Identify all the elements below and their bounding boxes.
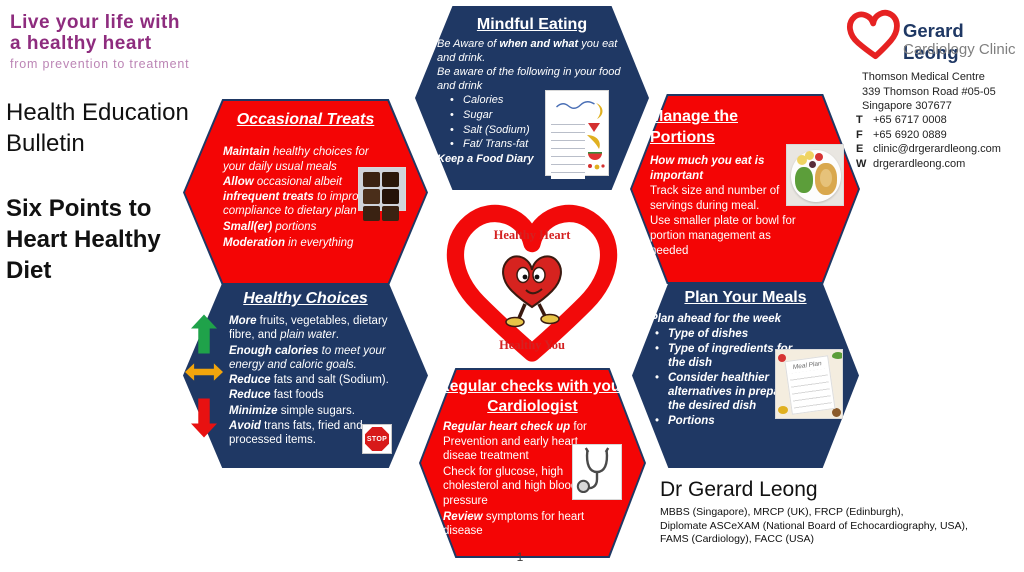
- clinic-address-line: Thomson Medical Centre: [862, 71, 985, 83]
- topic-title: Six Points to Heart Healthy Diet: [6, 195, 161, 284]
- contact-value: drgerardleong.com: [873, 157, 966, 170]
- doctor-credentials: MBBS (Singapore), MRCP (UK), FRCP (Edinb…: [660, 506, 1020, 547]
- hexagon-regular-checks: Regular checks with your Cardiologist Re…: [419, 368, 646, 558]
- big-heart-outline-icon: [446, 204, 618, 362]
- meal-plan-image: Meal Plan: [775, 349, 843, 419]
- healthy-heart-label: Healthy Heart: [493, 228, 571, 242]
- credential-line: Diplomate ASCeXAM (National Board of Ech…: [660, 519, 968, 532]
- hexagon-title: Manage the Portions: [650, 108, 739, 146]
- increase-arrow-icon: [191, 314, 217, 354]
- credential-line: MBBS (Singapore), MRCP (UK), FRCP (Edinb…: [660, 506, 904, 518]
- hexagon-title: Occasional Treats: [236, 111, 375, 128]
- balance-arrow-icon: [185, 363, 223, 381]
- clinic-phone: T +65 6717 0008: [856, 113, 1001, 128]
- healthy-you-label: Healthy You: [499, 338, 565, 352]
- stop-sign-icon: STOP: [362, 424, 392, 454]
- leaf: [832, 352, 842, 359]
- clinic-address-line: Singapore 307677: [862, 100, 952, 112]
- banana-slice: [797, 155, 807, 165]
- food-diary-image: [545, 90, 609, 179]
- tomato: [778, 354, 786, 362]
- contact-label: T: [856, 114, 863, 126]
- notepad-ruled-lines: [789, 368, 833, 414]
- hexagon-plan-your-meals: Plan Your Meals Plan ahead for the weekT…: [632, 283, 859, 468]
- decrease-arrow-icon: [191, 398, 217, 438]
- banana-slice: [805, 151, 814, 160]
- diary-ruled-lines: [551, 117, 585, 179]
- hexagon-occasional-treats: Occasional Treats Maintain healthy choic…: [183, 99, 428, 286]
- hexagon-title: Plan Your Meals: [684, 289, 807, 306]
- hexagon-body-text: Plan ahead for the weekType of dishesTyp…: [650, 312, 812, 429]
- hexagon-body-text: Be Aware of when and what you eat and dr…: [437, 38, 635, 167]
- granola-highlight: [820, 169, 832, 187]
- meal-plan-notepad: Meal Plan: [784, 355, 836, 415]
- diary-script-title: [556, 101, 595, 109]
- greens: [795, 167, 813, 193]
- hexagon-title: Mindful Eating: [476, 16, 588, 33]
- clinic-name: Gerard Leong: [903, 20, 964, 63]
- healthy-plate-image: [786, 144, 844, 206]
- clinic-fax: F +65 6920 0889: [856, 128, 1001, 143]
- brand-title-line2: a healthy heart: [10, 33, 152, 54]
- hexagon-manage-portions: Manage the Portions How much you eat is …: [630, 94, 860, 284]
- contact-value: clinic@drgerardleong.com: [873, 143, 1001, 155]
- pepper: [778, 406, 788, 414]
- hexagon-title: Healthy Choices: [243, 290, 368, 307]
- chocolate-treats-image: [358, 167, 406, 221]
- clinic-address-line: 339 Thomson Road #05-05: [862, 85, 996, 98]
- berry: [809, 161, 816, 168]
- stop-label: STOP: [366, 435, 388, 443]
- diary-fruit-illustrations: [587, 103, 605, 170]
- page-number: 1: [516, 550, 524, 564]
- bulletin-title: Health Education Bulletin: [6, 99, 189, 157]
- contact-value: +65 6717 0008: [873, 114, 947, 126]
- clinic-address: Thomson Medical Centre 339 Thomson Road …: [862, 70, 996, 114]
- stop-octagon: STOP: [365, 427, 389, 451]
- clinic-subtitle: Cardiology Clinic: [903, 41, 1016, 58]
- strawberry: [815, 153, 823, 161]
- hexagon-body-text: Regular heart check up for Prevention an…: [443, 421, 587, 538]
- brand-title-line1: Live your life with: [10, 12, 180, 33]
- hexagon-mindful-eating: Mindful Eating Be Aware of when and what…: [415, 6, 649, 190]
- stethoscope-image: [572, 444, 622, 500]
- hexagon-healthy-choices: Healthy Choices More fruits, vegetables,…: [183, 283, 428, 468]
- brand-block: Live your life with a healthy heart from…: [10, 12, 189, 71]
- hexagon-body-text: More fruits, vegetables, dietary fibre, …: [229, 315, 389, 447]
- hexagon-title: Regular checks with your Cardiologist: [438, 378, 627, 415]
- center-heart-panel: Healthy Heart Healthy You: [436, 182, 628, 382]
- clinic-heart-logo-icon: [847, 9, 900, 60]
- credential-line: FAMS (Cardiology), FACC (USA): [660, 533, 815, 545]
- stethoscope-icon: [576, 447, 610, 494]
- contact-value: +65 6920 0889: [873, 128, 947, 141]
- doctor-block: Dr Gerard Leong MBBS (Singapore), MRCP (…: [660, 477, 1020, 547]
- brownie-pieces: [363, 172, 401, 221]
- contact-label: W: [856, 157, 867, 170]
- contact-label: E: [856, 143, 864, 155]
- contact-label: F: [856, 128, 863, 141]
- doctor-name: Dr Gerard Leong: [660, 478, 818, 501]
- hexagon-body-text: Maintain healthy choices for your daily …: [223, 146, 371, 249]
- nut: [832, 408, 841, 417]
- heart-character-icon: [502, 255, 562, 328]
- brand-tagline: from prevention to treatment: [10, 57, 190, 71]
